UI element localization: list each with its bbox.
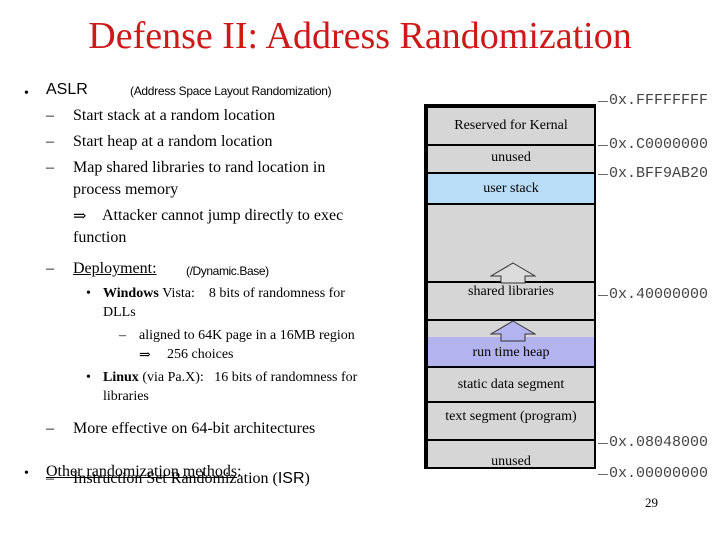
windows-line-cont: DLLs: [103, 305, 136, 320]
aslr-item-libs: Map shared libraries to rand location in: [73, 159, 326, 176]
aligned-line: aligned to 64K page in a 16MB region: [139, 328, 355, 343]
implies-icon: ⇒: [73, 208, 87, 225]
aslr-implication-cont: function: [73, 229, 127, 246]
address-libs: 0x.40000000: [609, 286, 709, 303]
implies-icon: ⇒: [139, 348, 151, 363]
page-number: 29: [645, 495, 658, 510]
linux-text: (via Pa.X): 16 bits of randomness for: [142, 370, 358, 385]
segment-unused-top: unused: [428, 146, 594, 172]
address-tick: [598, 174, 608, 175]
deployment-note: (/Dynamic.Base): [186, 264, 269, 278]
segment-unused-bottom: unused: [428, 441, 594, 469]
address-tick: [598, 295, 608, 296]
segment-text-label: text segment (program): [445, 409, 577, 424]
segment-run-time-heap: run time heap: [428, 337, 594, 366]
aslr-item-stack: Start stack at a random location: [73, 107, 276, 124]
deployment-heading-text: Deployment:: [73, 260, 157, 277]
segment-run-time-heap-label: run time heap: [472, 345, 550, 360]
isr-line: Instruction Set Randomization (ISR): [73, 470, 310, 488]
segment-unused-top-label: unused: [491, 150, 531, 165]
address-tick: [598, 443, 608, 444]
choices-line: 256 choices: [167, 347, 234, 362]
address-kernel-base: 0x.C0000000: [609, 136, 709, 153]
linux-brand: Linux: [103, 370, 139, 385]
other-methods-link: Other randomization methods: [46, 463, 238, 480]
address-zero: 0x.00000000: [609, 465, 709, 482]
isr-abbr: ISR: [277, 470, 305, 487]
aslr-item-libs-cont: process memory: [73, 181, 179, 198]
heap-growth-arrow-icon: [490, 320, 536, 342]
segment-kernel: Reserved for Kernal: [428, 108, 594, 144]
address-stack-base: 0x.BFF9AB20: [609, 165, 709, 182]
segment-shared-libraries: shared libraries: [428, 283, 594, 319]
linux-line-cont: libraries: [103, 389, 149, 404]
stack-growth-arrow-icon: [490, 262, 536, 284]
bullet-marker: •: [24, 466, 29, 481]
linux-line: Linux (via Pa.X): 16 bits of randomness …: [103, 370, 357, 386]
address-tick: [598, 145, 608, 146]
segment-text: text segment (program): [428, 403, 594, 439]
dash-marker: –: [46, 470, 54, 487]
segment-unused-bottom-label: unused: [491, 454, 531, 469]
address-tick: [598, 474, 608, 475]
aslr-heading: ASLR: [46, 81, 88, 98]
aslr-item-heap: Start heap at a random location: [73, 133, 273, 150]
segment-shared-libraries-label: shared libraries: [468, 284, 554, 299]
isr-text: Instruction Set Randomization (: [73, 470, 278, 487]
address-top: 0x.FFFFFFFF: [609, 92, 709, 109]
slide-title: Defense II: Address Randomization: [88, 15, 632, 57]
segment-kernel-label: Reserved for Kernal: [454, 118, 568, 133]
deployment-heading: Deployment:: [73, 260, 157, 278]
sub-bullet-marker: •: [86, 370, 91, 385]
windows-brand: Windows: [103, 286, 159, 301]
segment-static-data-label: static data segment: [457, 376, 565, 392]
windows-text: Vista: 8 bits of randomness for: [162, 286, 345, 301]
address-text: 0x.08048000: [609, 434, 709, 451]
dash-marker: –: [46, 133, 54, 150]
isr-close: ): [304, 470, 310, 487]
segment-user-stack: user stack: [428, 174, 594, 203]
segment-static-data: static data segment: [428, 368, 594, 401]
more-effective-text: More effective on 64-bit architectures: [73, 420, 316, 437]
segment-user-stack-label: user stack: [483, 180, 539, 196]
aslr-implication: Attacker cannot jump directly to exec: [102, 207, 344, 224]
windows-line: Windows Vista: 8 bits of randomness for: [103, 286, 345, 302]
bullet-marker: •: [24, 86, 29, 101]
dash-marker: –: [46, 260, 54, 277]
aslr-expansion: (Address Space Layout Randomization): [130, 84, 332, 98]
dash-marker: –: [46, 420, 54, 437]
dash-marker: –: [119, 328, 126, 343]
other-methods-colon: :: [237, 463, 242, 480]
dash-marker: –: [46, 107, 54, 124]
address-tick: [598, 101, 608, 102]
other-methods-heading: Other randomization methods:: [46, 463, 242, 481]
dash-marker: –: [46, 159, 54, 176]
sub-bullet-marker: •: [86, 286, 91, 301]
